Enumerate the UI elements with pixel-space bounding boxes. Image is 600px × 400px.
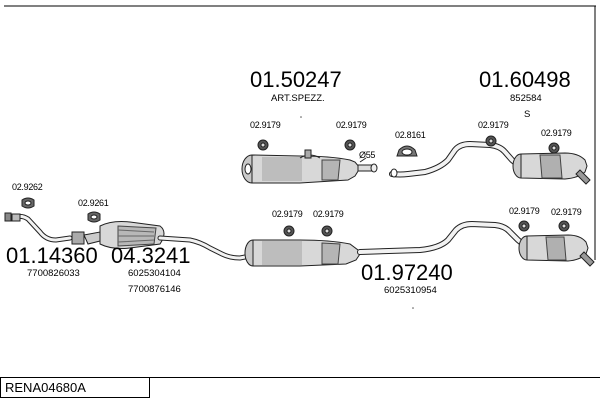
part-subtitle-6025310954: 6025310954	[384, 285, 437, 296]
clamp-label: 02.9179	[272, 209, 303, 219]
diameter-marker	[359, 157, 367, 163]
clamp-label: 02.9179	[250, 120, 281, 130]
part-number-01-50247: 01.50247	[250, 67, 342, 92]
part-subtitle-6025304104: 6025304104	[128, 268, 181, 279]
clamp-label: 02.9179	[541, 128, 572, 138]
diameter-label: Ø55	[359, 150, 376, 160]
part-subtitle-art-spezz: ART.SPEZZ.	[271, 93, 325, 104]
clamp-label: 02.9179	[551, 207, 582, 217]
part-number-01-14360: 01.14360	[6, 243, 98, 268]
clamp-label: 02.9179	[313, 209, 344, 219]
part-number-01-97240: 01.97240	[361, 260, 453, 285]
hangers	[21, 197, 101, 223]
clamp-label: 02.9179	[509, 206, 540, 216]
front-section	[4, 212, 595, 267]
tailpipe	[575, 169, 591, 185]
front-flange	[4, 212, 12, 222]
clamps-upper	[257, 135, 560, 154]
part-number-04-3241: 04.3241	[111, 243, 191, 268]
hanger-label-9261: 02.9261	[78, 198, 109, 208]
clamp-label: 02.9179	[478, 120, 509, 130]
ring-label: 02.8161	[395, 130, 426, 140]
part-subtitle-s: S	[524, 109, 531, 120]
reference-code-box: RENA04680A	[0, 377, 150, 398]
part-subtitle-7700876146: 7700876146	[128, 284, 181, 295]
clamp-label: 02.9179	[336, 120, 367, 130]
part-number-01-60498: 01.60498	[479, 67, 571, 92]
part-subtitle-852584: 852584	[510, 93, 542, 104]
ring-gasket-icon	[396, 145, 418, 157]
rear-silencer-section-upper	[241, 140, 591, 185]
clamps-lower	[283, 220, 570, 237]
frame-bottom-line	[0, 377, 600, 378]
reference-code: RENA04680A	[5, 380, 86, 395]
part-subtitle-7700826033: 7700826033	[27, 268, 80, 279]
hanger-label-9262: 02.9262	[12, 182, 43, 192]
